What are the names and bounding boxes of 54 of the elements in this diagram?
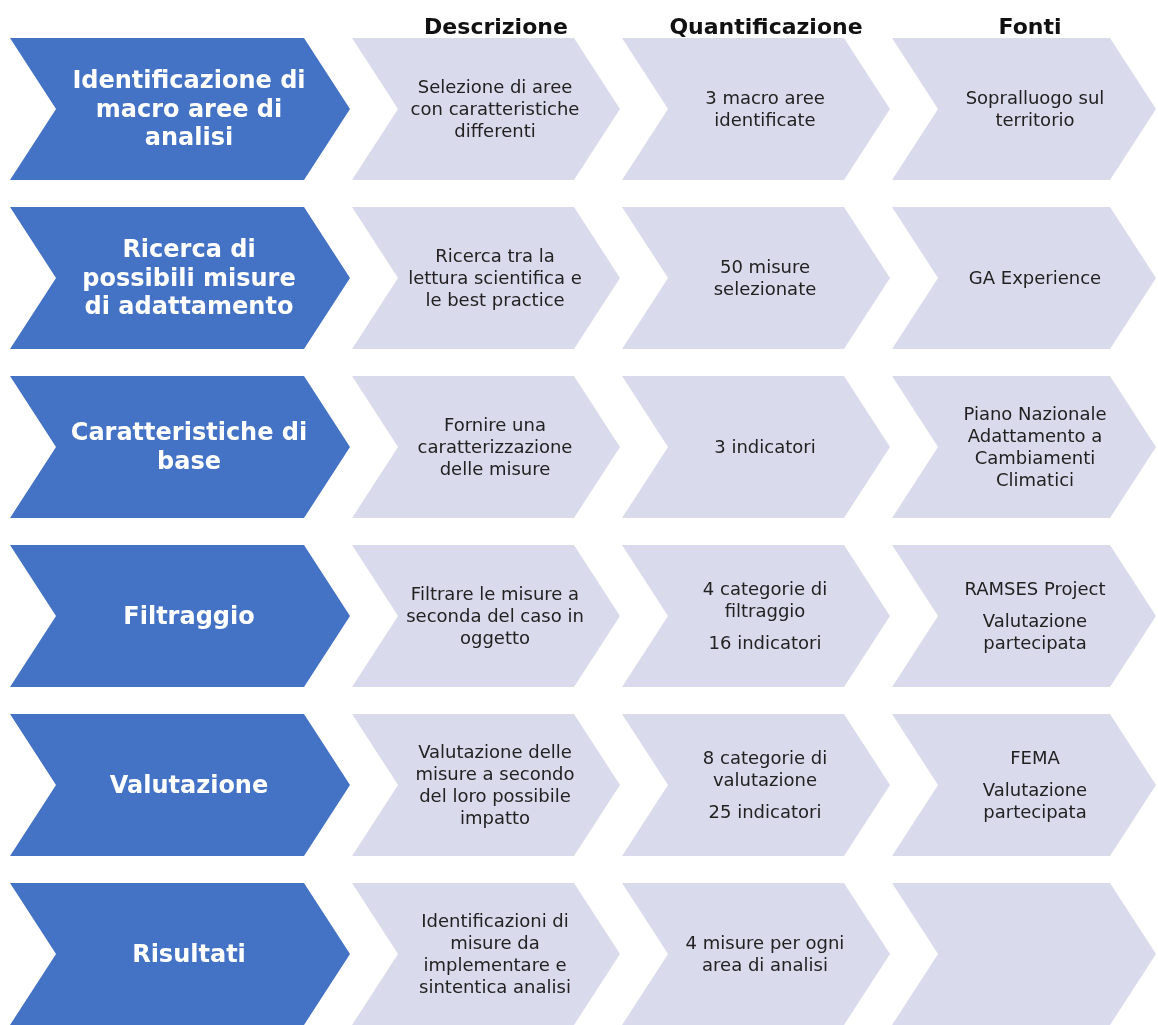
cell-text: GA Experience <box>968 267 1102 289</box>
cell-text: 16 indicatori <box>708 631 822 654</box>
cell-text: Piano Nazionale Adattamento a Cambiamenti Climatici <box>962 403 1108 491</box>
cell-text: 3 indicatori <box>714 436 816 458</box>
cell-text: Valutazione delle misure a secondo del loro possibile impatto <box>414 741 576 829</box>
cell-text: Fornire una caratterizzazione delle misure <box>416 414 574 480</box>
step-banner <box>10 714 350 856</box>
cell-text: 25 indicatori <box>708 800 822 823</box>
column-header: Descrizione <box>423 14 569 39</box>
info-panel <box>352 714 620 856</box>
cell-text: 8 categorie di valutazione <box>701 747 829 791</box>
info-panel <box>892 376 1156 518</box>
info-panel <box>622 714 890 856</box>
cell-text: RAMSES Project <box>964 578 1106 600</box>
step-banner <box>10 376 350 518</box>
cell-text: Sopralluogo sul territorio <box>964 87 1106 131</box>
info-panel <box>352 376 620 518</box>
step-banner <box>10 883 350 1025</box>
cell-text: Identificazioni di misure da implementare e sintentica analisi <box>418 910 572 998</box>
info-panel <box>622 883 890 1025</box>
step-banner <box>10 545 350 687</box>
info-panel <box>892 207 1156 349</box>
cell-text: Valutazione partecipata <box>981 610 1089 654</box>
step-title: Valutazione <box>109 770 269 800</box>
step-title: Identificazione di macro aree di analisi <box>71 65 307 153</box>
cell-text: Filtrare le misure a seconda del caso in oggetto <box>405 583 585 649</box>
step-title: Caratteristiche di base <box>69 418 309 476</box>
info-panel <box>352 38 620 180</box>
info-panel <box>892 545 1156 687</box>
info-panel <box>892 714 1156 856</box>
cell-text: 3 macro aree identificate <box>704 87 826 131</box>
info-panel <box>892 883 1156 1025</box>
info-panel <box>352 207 620 349</box>
cell-text: 4 misure per ogni area di analisi <box>684 932 846 976</box>
step-title: Ricerca di possibili misure di adattamento <box>81 234 297 322</box>
cell-text: FEMA <box>1010 747 1060 769</box>
cell-text: Ricerca tra la lettura scientifica e le best practice <box>407 245 583 311</box>
cell-text: 50 misure selezionate <box>712 256 818 300</box>
step-banner <box>10 38 350 180</box>
cell-text: 4 categorie di filtraggio <box>701 578 829 622</box>
step-title: Risultati <box>132 939 246 969</box>
column-header: Fonti <box>997 14 1063 39</box>
info-panel <box>622 545 890 687</box>
step-title: Filtraggio <box>123 601 255 631</box>
column-header: Quantificazione <box>668 14 864 39</box>
info-panel <box>622 207 890 349</box>
info-panel <box>892 38 1156 180</box>
cell-text: Selezione di aree con caratteristiche differenti <box>409 76 581 142</box>
info-panel <box>622 376 890 518</box>
info-panel <box>352 545 620 687</box>
cell-text: Valutazione partecipata <box>981 779 1089 823</box>
info-panel <box>622 38 890 180</box>
step-banner <box>10 207 350 349</box>
info-panel <box>352 883 620 1025</box>
